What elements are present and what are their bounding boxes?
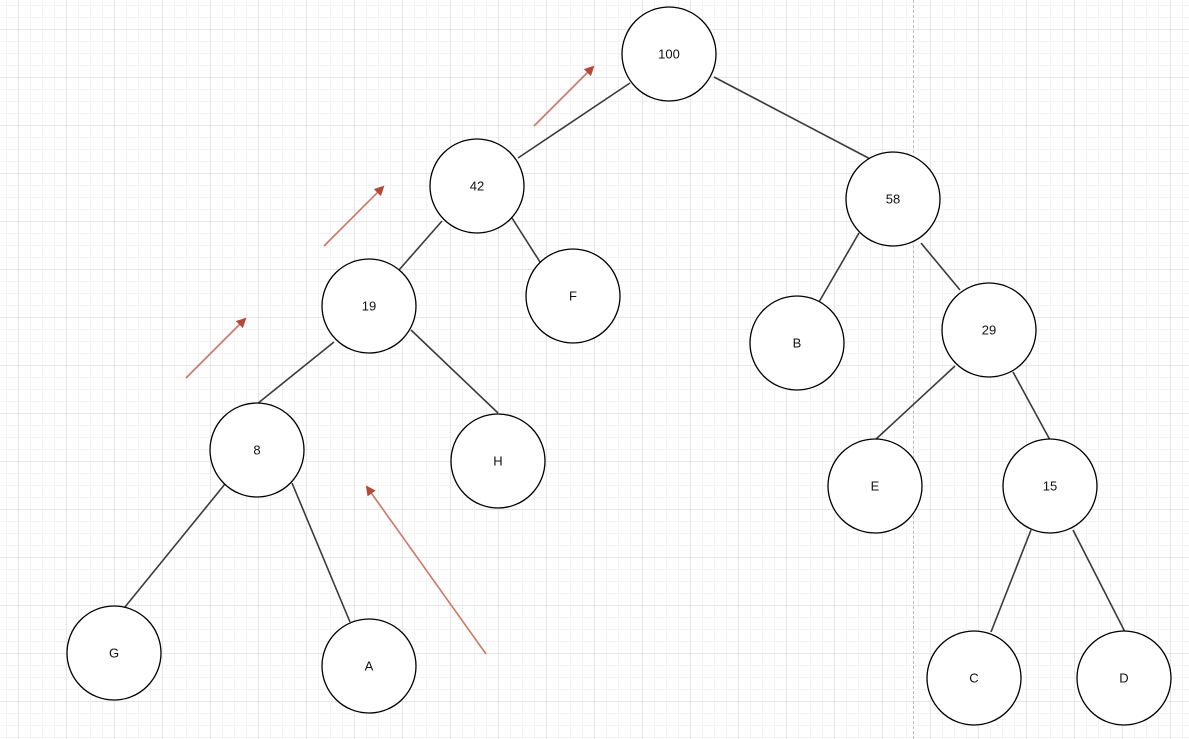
node-58[interactable]: 58 <box>845 151 941 247</box>
node-F[interactable]: F <box>525 248 621 344</box>
node-19-label: 19 <box>362 299 376 314</box>
annotation-arrow-3 <box>323 185 385 247</box>
node-15-label: 15 <box>1043 479 1057 494</box>
edge-58-29 <box>920 242 961 291</box>
node-100-label: 100 <box>658 47 680 62</box>
node-G[interactable]: G <box>66 605 162 701</box>
edge-42-19 <box>398 220 443 271</box>
edge-19-H <box>410 329 499 414</box>
node-42[interactable]: 42 <box>429 138 525 234</box>
node-8-label: 8 <box>253 443 260 458</box>
node-H-label: H <box>493 454 502 469</box>
node-A-label: A <box>365 659 374 674</box>
node-58-label: 58 <box>886 192 900 207</box>
page-break-divider <box>913 0 914 739</box>
node-42-label: 42 <box>470 179 484 194</box>
edge-100-42 <box>517 82 631 159</box>
node-D-label: D <box>1119 671 1128 686</box>
node-E[interactable]: E <box>827 438 923 534</box>
annotation-arrows <box>185 65 595 655</box>
annotation-arrow-2 <box>185 317 247 379</box>
annotation-arrow-1 <box>365 485 487 655</box>
edge-58-B <box>818 232 860 303</box>
node-29[interactable]: 29 <box>941 282 1037 378</box>
node-C[interactable]: C <box>926 630 1022 726</box>
tree-nodes: 100 42 58 19 F B <box>66 6 1172 726</box>
node-E-label: E <box>871 479 880 494</box>
node-15[interactable]: 15 <box>1002 438 1098 534</box>
node-8[interactable]: 8 <box>209 402 305 498</box>
tree-edges <box>124 76 1126 633</box>
edge-8-A <box>291 482 351 623</box>
edge-100-58 <box>713 76 877 163</box>
node-D[interactable]: D <box>1076 630 1172 726</box>
node-A[interactable]: A <box>321 618 417 714</box>
edge-8-G <box>124 483 226 608</box>
edge-29-15 <box>1012 371 1051 441</box>
edge-15-D <box>1072 529 1126 633</box>
node-C-label: C <box>969 671 978 686</box>
edge-29-E <box>874 365 956 441</box>
node-B[interactable]: B <box>749 295 845 391</box>
node-B-label: B <box>793 336 802 351</box>
edge-42-F <box>511 217 541 263</box>
node-100[interactable]: 100 <box>621 6 717 102</box>
node-H[interactable]: H <box>450 413 546 509</box>
edge-15-C <box>990 529 1032 633</box>
annotation-arrow-4 <box>533 65 595 127</box>
node-G-label: G <box>109 646 119 661</box>
edge-19-8 <box>256 341 335 405</box>
node-29-label: 29 <box>982 323 996 338</box>
node-19[interactable]: 19 <box>321 258 417 354</box>
node-F-label: F <box>569 289 577 304</box>
